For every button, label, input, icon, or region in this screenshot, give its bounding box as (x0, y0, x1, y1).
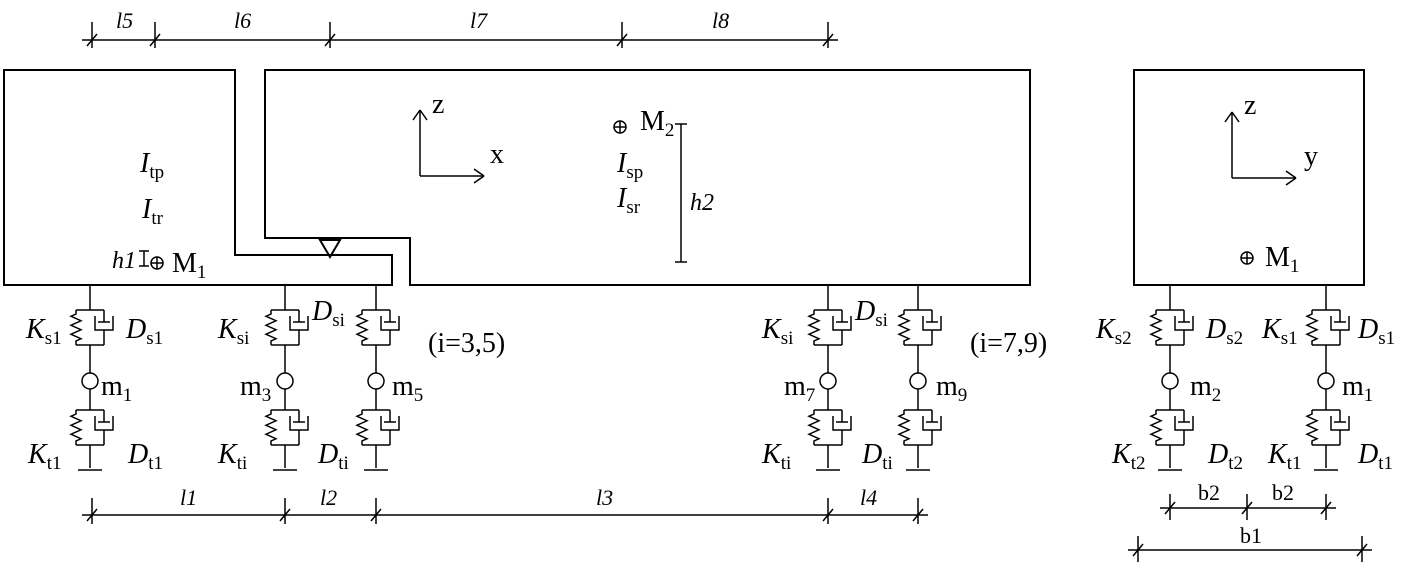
label-ksi-b: Ksi (761, 314, 793, 349)
dim-label-l5: l5 (116, 8, 133, 33)
index-note-3-5: (i=3,5) (428, 328, 505, 359)
label-m5: m5 (392, 371, 423, 406)
suspension-labels: Ks1 Ds1 m1 Kt1 Dt1 Ksi Dsi m3 m5 Kti Dti… (25, 296, 1395, 474)
side-dimension-b1 (1128, 536, 1372, 562)
dim-label-l3: l3 (596, 485, 613, 510)
axis-label-z-car2: z (432, 89, 444, 120)
label-kt2: Kt2 (1111, 439, 1145, 474)
label-i-sr: Isr (616, 183, 641, 218)
unit-7-wheel-mass-circle (1317, 372, 1335, 390)
label-ds1-side: Ds1 (1357, 314, 1395, 349)
label-ds1: Ds1 (125, 314, 163, 349)
dim-label-b2-left: b2 (1198, 480, 1220, 505)
unit-7-suspension-spring (1305, 310, 1319, 345)
unit-3-wheel-mass-circle (367, 372, 385, 390)
side-view-body (1133, 69, 1365, 286)
label-dsi-b: Dsi (854, 296, 888, 331)
label-m2-side: m2 (1190, 371, 1221, 406)
axis-label-y-side: y (1304, 141, 1318, 172)
dim-label-l7: l7 (470, 8, 488, 33)
unit-5-tire-spring (897, 410, 911, 445)
dim-label-l2: l2 (320, 485, 337, 510)
label-dti-b: Dti (861, 439, 893, 474)
h1-dimension-marker (139, 250, 149, 267)
label-m2: M2 (640, 106, 674, 141)
label-kt1: Kt1 (27, 439, 61, 474)
label-m3: m3 (240, 371, 271, 406)
car-body-2 (264, 69, 1031, 286)
unit-1-tire-spring (69, 410, 83, 445)
car-body-1 (3, 69, 393, 286)
label-ks2: Ks2 (1095, 314, 1132, 349)
center-of-mass-icon-car1 (150, 256, 164, 270)
dim-label-l8: l8 (712, 8, 729, 33)
unit-5-suspension-spring (897, 310, 911, 345)
label-m1: m1 (101, 371, 132, 406)
side-dimension-b2 (1160, 494, 1336, 520)
label-m1-side-body: M1 (1265, 242, 1299, 277)
center-of-mass-icon-car2 (613, 120, 627, 134)
label-i-tp: Itp (139, 148, 164, 183)
label-ks1: Ks1 (25, 314, 62, 349)
h2-dimension-line (675, 123, 687, 263)
unit-4-wheel-mass-circle (819, 372, 837, 390)
label-m1-car1: M1 (172, 248, 206, 283)
unit-2-wheel-mass-circle (276, 372, 294, 390)
unit-7-tire-spring (1305, 410, 1319, 445)
bottom-dimension-line (82, 498, 928, 524)
label-i-sp: Isp (616, 148, 643, 183)
label-m1-side: m1 (1342, 371, 1373, 406)
unit-2-tire-spring (264, 410, 278, 445)
dim-label-l6: l6 (234, 8, 251, 33)
unit-3-tire-spring (355, 410, 369, 445)
label-h1: h1 (112, 248, 136, 274)
dim-label-l4: l4 (860, 485, 877, 510)
label-kti-a: Kti (217, 439, 247, 474)
label-dt1-side: Dt1 (1357, 439, 1393, 474)
center-of-mass-icon-side (1240, 251, 1254, 265)
label-m9: m9 (936, 371, 967, 406)
unit-4-tire-spring (807, 410, 821, 445)
articulation-joint-marker (318, 239, 342, 259)
dim-label-b1: b1 (1240, 523, 1262, 548)
unit-6-wheel-mass-circle (1161, 372, 1179, 390)
unit-6-suspension-spring (1149, 310, 1163, 345)
unit-4-suspension-spring (807, 310, 821, 345)
label-m7: m7 (784, 371, 815, 406)
label-dt1: Dt1 (127, 439, 163, 474)
label-h2: h2 (690, 190, 714, 216)
label-ds2: Ds2 (1205, 314, 1243, 349)
label-kt1-side: Kt1 (1267, 439, 1301, 474)
unit-6-tire-spring (1149, 410, 1163, 445)
label-ksi-a: Ksi (217, 314, 249, 349)
label-dt2: Dt2 (1207, 439, 1243, 474)
unit-2-suspension-spring (264, 310, 278, 345)
suspension-units (69, 285, 1350, 471)
coordinate-axes-x-z (412, 109, 485, 184)
dim-label-b2-right: b2 (1272, 480, 1294, 505)
axis-label-x-car2: x (490, 139, 504, 170)
label-dsi-a: Dsi (311, 296, 345, 331)
unit-5-wheel-mass-circle (909, 372, 927, 390)
top-dimension-line (82, 22, 838, 48)
unit-1-wheel-mass-circle (81, 372, 99, 390)
unit-3-suspension-spring (355, 310, 369, 345)
dim-label-l1: l1 (180, 485, 197, 510)
label-dti-a: Dti (317, 439, 349, 474)
coordinate-axes-y-z (1224, 111, 1297, 186)
axis-label-z-side: z (1244, 90, 1256, 121)
label-i-tr: Itr (141, 194, 164, 229)
unit-1-suspension-spring (69, 310, 83, 345)
label-kti-b: Kti (761, 439, 791, 474)
label-ks1-side: Ks1 (1261, 314, 1298, 349)
index-note-7-9: (i=7,9) (970, 328, 1047, 359)
